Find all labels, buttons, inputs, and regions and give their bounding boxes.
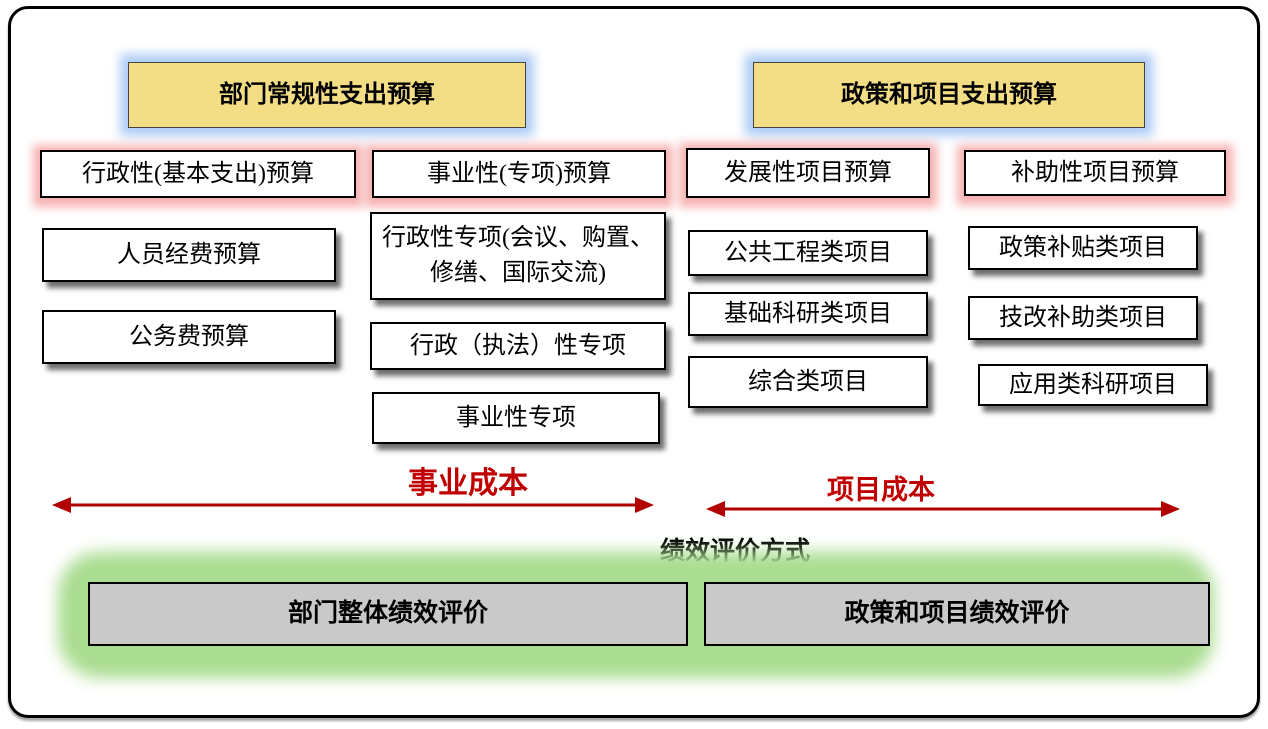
box-administrative-special-items: 行政性专项(会议、购置、修缮、国际交流) — [370, 212, 666, 300]
box-official-expenses-budget: 公务费预算 — [42, 310, 336, 364]
box-institutional-special-budget: 事业性(专项)预算 — [372, 150, 666, 198]
box-subsidy-project-budget: 补助性项目预算 — [964, 150, 1226, 196]
header-regular-expenditure-budget: 部门常规性支出预算 — [128, 62, 526, 128]
box-institutional-special-items: 事业性专项 — [372, 392, 660, 444]
header-policy-project-budget: 政策和项目支出预算 — [753, 62, 1145, 128]
box-comprehensive-projects: 综合类项目 — [688, 356, 928, 408]
project-cost-label: 项目成本 — [827, 475, 935, 505]
institutional-cost-label: 事业成本 — [408, 467, 528, 500]
box-law-enforcement-special-items: 行政（执法）性专项 — [370, 322, 666, 370]
project-cost-arrow — [706, 501, 1180, 517]
institutional-cost-arrow — [52, 497, 654, 513]
box-department-overall-evaluation: 部门整体绩效评价 — [88, 582, 688, 646]
performance-evaluation-title: 绩效评价方式 — [659, 538, 810, 565]
box-public-works-projects: 公共工程类项目 — [688, 230, 928, 276]
box-development-project-budget: 发展性项目预算 — [686, 148, 930, 198]
box-administrative-basic-budget: 行政性(基本支出)预算 — [40, 150, 356, 198]
box-applied-research-projects: 应用类科研项目 — [978, 364, 1208, 406]
box-technical-subsidy-projects: 技改补助类项目 — [968, 296, 1198, 340]
box-personnel-expenses-budget: 人员经费预算 — [42, 228, 336, 282]
box-policy-subsidy-projects: 政策补贴类项目 — [968, 226, 1198, 270]
box-basic-research-projects: 基础科研类项目 — [688, 292, 928, 336]
box-policy-project-evaluation: 政策和项目绩效评价 — [704, 582, 1210, 646]
